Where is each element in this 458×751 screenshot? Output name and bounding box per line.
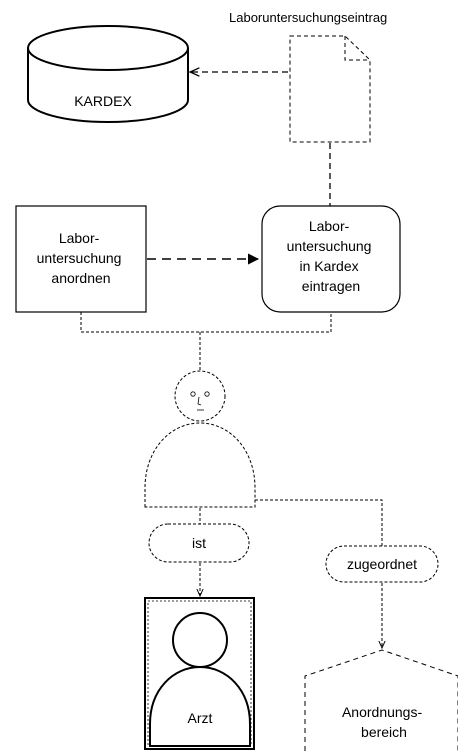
svg-text:Labor- untersuchung: Labor- untersuchung in Kardex eintragen xyxy=(287,218,376,294)
process-order-line-3: anordnen xyxy=(51,270,110,286)
process-enter-line-2: untersuchung xyxy=(287,238,372,254)
process-bracket-connector xyxy=(80,312,332,370)
area-label-line-1: Anordnungs- xyxy=(342,704,423,720)
process-order-line-2: untersuchung xyxy=(37,250,122,266)
process-enter-lab-test: Labor- untersuchung in Kardex eintragen xyxy=(261,205,401,313)
process-order-lab-test: Labor- untersuchung anordnen xyxy=(15,205,147,313)
svg-text:Anordnungs- bereich: Anordnungs- bereich xyxy=(342,704,426,740)
role-arzt-label: Arzt xyxy=(188,710,213,726)
relation-is-label: ist xyxy=(192,535,206,551)
area-label-line-2: bereich xyxy=(361,724,407,740)
relation-is: ist xyxy=(148,523,250,563)
process-enter-line-3: in Kardex xyxy=(299,258,358,274)
process-enter-line-4: eintragen xyxy=(302,278,360,294)
actor-person xyxy=(144,370,256,508)
process-enter-line-1: Labor- xyxy=(309,218,350,234)
area-order-region: Anordnungs- bereich xyxy=(304,649,458,751)
actor-to-assigned-connector xyxy=(255,499,383,546)
role-arzt: Arzt xyxy=(144,597,255,750)
relation-assigned: zugeordnet xyxy=(325,545,439,583)
svg-text:Labor- untersuchung: Labor- untersuchung anordnen xyxy=(37,230,126,286)
lab-entry-document: Laboruntersuchungseintrag xyxy=(229,10,387,143)
kardex-label: KARDEX xyxy=(74,93,132,109)
kardex-database: KARDEX xyxy=(27,25,189,123)
relation-assigned-label: zugeordnet xyxy=(347,556,417,572)
document-label: Laboruntersuchungseintrag xyxy=(229,10,387,25)
process-order-line-1: Labor- xyxy=(59,230,100,246)
